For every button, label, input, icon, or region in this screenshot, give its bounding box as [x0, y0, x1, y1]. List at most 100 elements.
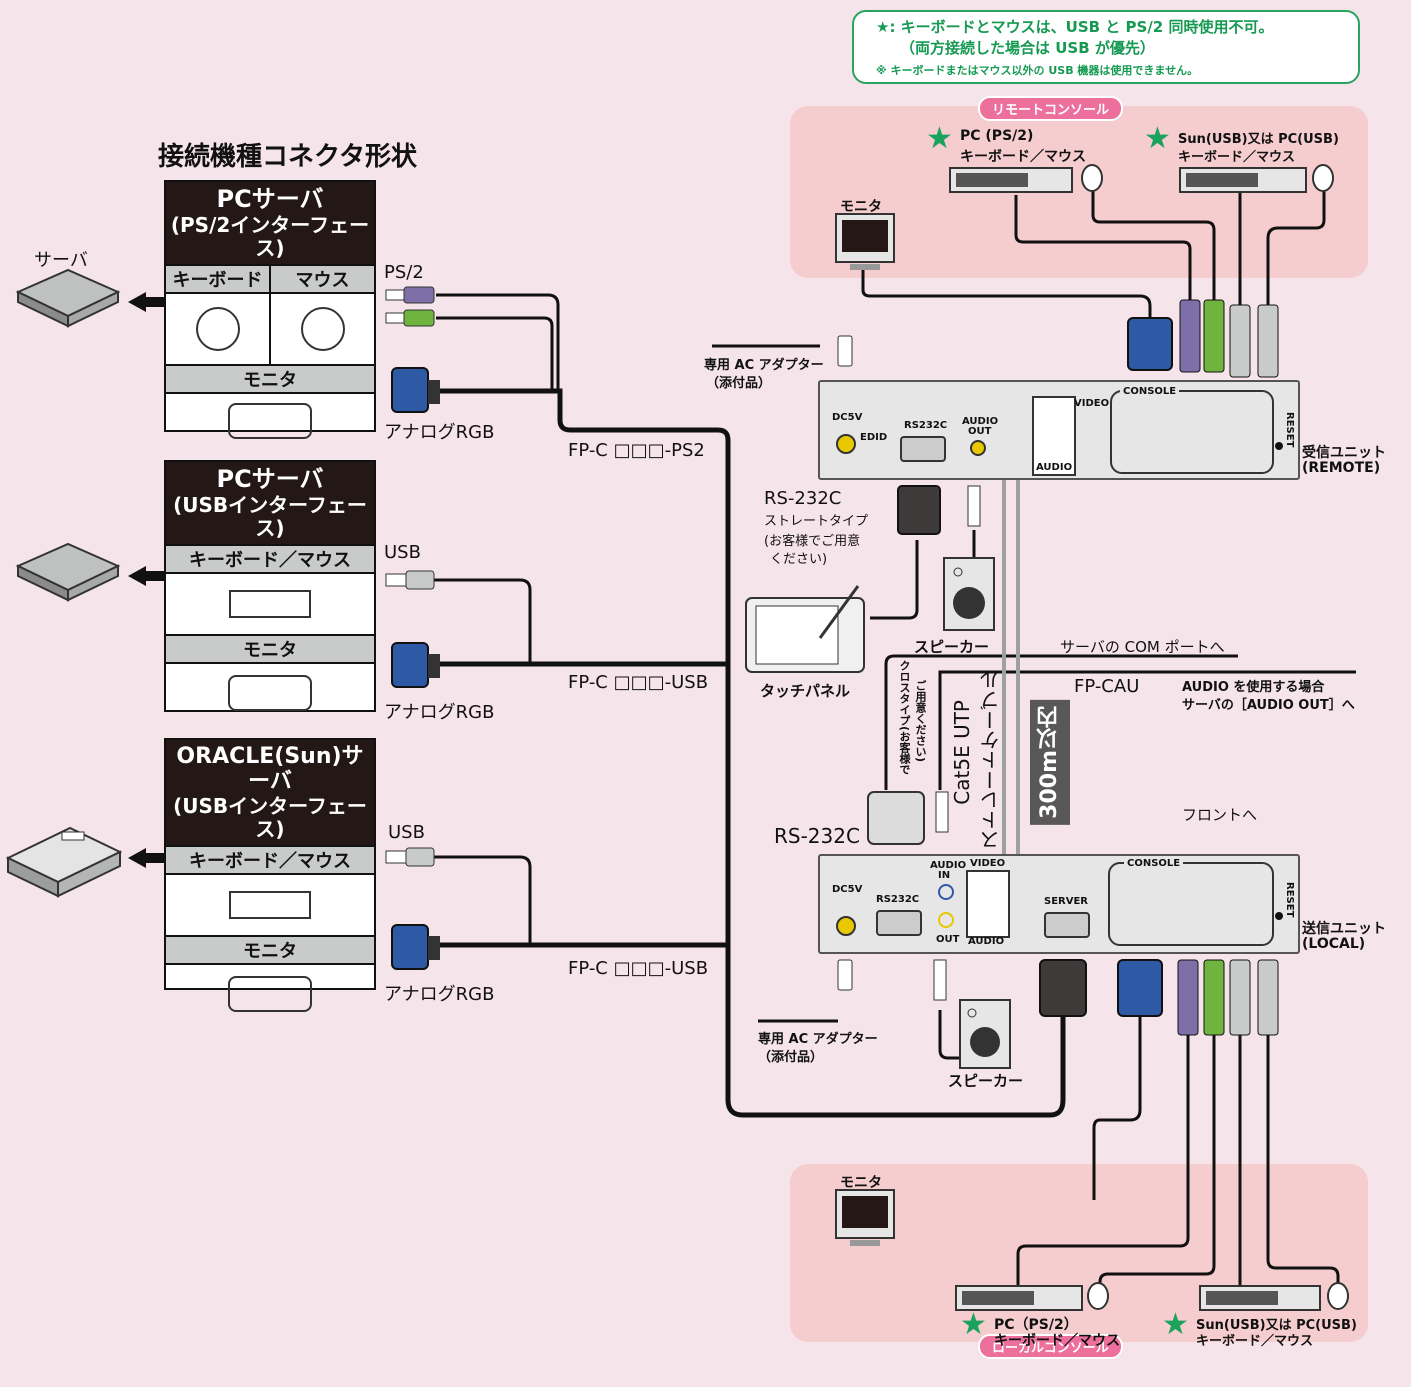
- front-label: フロントへ: [1182, 806, 1258, 824]
- vga-port-icon: [228, 975, 312, 1012]
- panel-subtitle: (PS/2インターフェース): [170, 212, 370, 260]
- usb-label-1: USB: [384, 542, 421, 563]
- cable-label-2: FP-C □□□-USB: [568, 672, 709, 693]
- ac-adapter-plug-icon: [837, 335, 853, 367]
- local-monitor-label: モニタ: [840, 1175, 882, 1191]
- vga-port-icon: [228, 402, 312, 439]
- star-icon: ★: [1144, 121, 1171, 156]
- server-icon: [15, 268, 121, 328]
- touch-panel-icon: [745, 585, 865, 673]
- video-label: VIDEO: [970, 858, 1006, 869]
- ps2-cable-kb: [436, 293, 560, 391]
- note-line-3: ※ キーボードまたはマウス以外の USB 機器は使用できません。: [876, 64, 1199, 77]
- sender-unit: DC5V RS232C AUDIO IN OUT VIDEO AUDIO SER…: [818, 854, 1300, 954]
- edid-label: EDID: [860, 432, 888, 443]
- arrow-left-icon: [128, 292, 164, 312]
- rs232c-top-note-2: ください): [770, 552, 828, 567]
- audio-note-2: サーバの［AUDIO OUT］へ: [1182, 698, 1355, 713]
- monitor-icon: [835, 1189, 895, 1246]
- remote-console-label: リモートコンソール: [978, 96, 1124, 121]
- audio-plug-icon: [935, 791, 949, 833]
- panel-title: PCサーバ: [216, 185, 324, 213]
- ac-adapter-plug-icon: [837, 959, 853, 991]
- audio-label: AUDIO: [1036, 462, 1073, 473]
- keyboard-icon: [949, 167, 1073, 193]
- panel-oracle-usb: ORACLE(Sun)サーバ (USBインターフェース) キーボード／マウス モ…: [164, 738, 376, 1012]
- audio-in-label-2: IN: [938, 870, 951, 881]
- db9-plug-icon: [897, 485, 941, 535]
- adapter-label-1b: （添付品）: [706, 376, 772, 391]
- cable-label-3: FP-C □□□-USB: [568, 958, 709, 979]
- com-port-label: サーバの COM ポートへ: [1060, 638, 1225, 656]
- star-icon: ★: [926, 121, 953, 156]
- adapter-label-2a: 専用 AC アダプター: [758, 1032, 878, 1047]
- monitor-header: モニタ: [166, 363, 374, 394]
- vga-plug-icon: [391, 642, 440, 688]
- vga-plug-icon: [1117, 959, 1163, 1017]
- panel-title: PCサーバ: [216, 465, 324, 493]
- dc-jack-icon: [836, 916, 856, 936]
- ps2-plug-icon: [385, 309, 435, 327]
- usb-cable-2: [434, 855, 532, 945]
- mouse-icon: [1087, 1282, 1109, 1310]
- arrow-left-icon: [128, 848, 164, 868]
- usb-port-icon: [229, 589, 311, 618]
- cat5e-label-2: ストレートケーブル: [979, 670, 1003, 850]
- vga-plug-icon: [1127, 317, 1173, 371]
- remote-monitor-label: モニタ: [840, 199, 882, 215]
- ps2-plug-icon: [1203, 299, 1225, 373]
- panel-title: ORACLE(Sun)サーバ: [176, 744, 364, 795]
- sender-name-2: (LOCAL): [1302, 936, 1366, 952]
- usb-plug-icon: [1257, 959, 1279, 1036]
- server-label: サーバ: [34, 250, 88, 271]
- receiver-unit: DC5V EDID RS232C AUDIO OUT VIDEO AUDIO C…: [818, 380, 1300, 480]
- audio-label: AUDIO: [968, 936, 1005, 947]
- rs232c-label: RS232C: [876, 894, 920, 905]
- reset-button[interactable]: [1275, 442, 1283, 450]
- panel-subtitle: (USBインターフェース): [173, 492, 367, 540]
- receiver-name-1: 受信ユニット: [1302, 445, 1386, 461]
- page-title: 接続機種コネクタ形状: [158, 142, 417, 172]
- usb-cable-1: [434, 578, 532, 664]
- ps2-plug-icon: [1203, 959, 1225, 1036]
- reset-label: RESET: [1284, 412, 1295, 448]
- mouse-icon: [1312, 164, 1334, 192]
- server-port-label: SERVER: [1044, 896, 1089, 907]
- panel-pc-usb: PCサーバ (USBインターフェース) キーボード／マウス モニタ: [164, 460, 376, 712]
- panel-subtitle: (USBインターフェース): [173, 793, 367, 841]
- ps2-label: PS/2: [384, 262, 424, 283]
- reset-label: RESET: [1284, 882, 1295, 918]
- mouse-icon: [1327, 1282, 1349, 1310]
- dc5v-label: DC5V: [832, 412, 863, 423]
- reset-button[interactable]: [1275, 912, 1283, 920]
- db9-plug-icon: [867, 791, 925, 845]
- audio-plug-icon: [933, 959, 947, 1001]
- usb-plug-icon: [1229, 304, 1251, 378]
- console-label: CONSOLE: [1120, 386, 1180, 397]
- local-pc-kb-label-2: キーボード／マウス: [994, 1333, 1120, 1349]
- vga-plug-icon: [391, 924, 440, 970]
- usb-label-2: USB: [388, 822, 425, 843]
- receiver-name-2: (REMOTE): [1302, 460, 1381, 476]
- server-icon: [5, 826, 123, 898]
- audio-jack-icon: [938, 884, 954, 900]
- star-icon: ★: [960, 1307, 987, 1342]
- sender-name-1: 送信ユニット: [1302, 921, 1386, 937]
- rj45-panel: [1032, 396, 1076, 476]
- usb-ps2-note: ★: キーボードとマウスは、USB と PS/2 同時使用不可。 （両方接続した…: [852, 10, 1360, 84]
- audio-out-label-1: AUDIO: [962, 416, 999, 427]
- speaker-label-1: スピーカー: [914, 638, 990, 656]
- ps2-cable-mouse: [436, 316, 554, 391]
- vga-plug-icon: [1039, 959, 1087, 1017]
- rgb-label-2: アナログRGB: [384, 702, 495, 723]
- ps2-plug-icon: [1177, 959, 1199, 1036]
- local-sun-kb-label-2: キーボード／マウス: [1196, 1334, 1314, 1349]
- console-panel: [1108, 862, 1274, 946]
- mouse-icon: [1081, 164, 1103, 192]
- audio-note-1: AUDIO を使用する場合: [1182, 680, 1325, 695]
- note-line-1: ★: キーボードとマウスは、USB と PS/2 同時使用不可。: [876, 18, 1274, 36]
- db9-port-icon: [900, 436, 946, 462]
- kbmouse-header: キーボード／マウス: [166, 543, 374, 574]
- rgb-label-1: アナログRGB: [384, 422, 495, 443]
- console-label: CONSOLE: [1124, 858, 1184, 869]
